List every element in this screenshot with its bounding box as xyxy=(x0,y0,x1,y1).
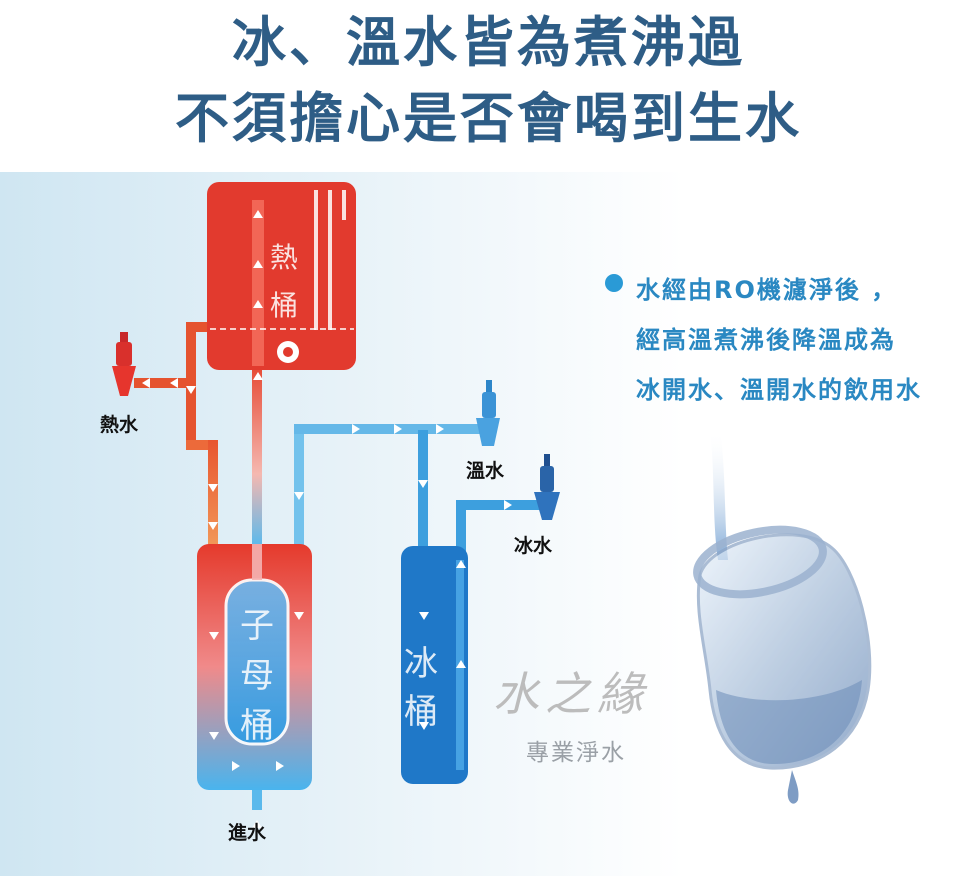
arrow-down xyxy=(209,632,219,640)
arrow-right xyxy=(504,500,512,510)
arrow-down xyxy=(208,522,218,530)
arrow-down xyxy=(419,722,429,730)
hot-water-label: 熱水 xyxy=(100,414,139,436)
arrow-right xyxy=(352,424,360,434)
hot-output-pipe-top xyxy=(186,322,212,332)
headline-line-2: 不須擔心是否會喝到生水 xyxy=(175,87,802,150)
ice-outlet-horizontal xyxy=(456,500,540,510)
ice-faucet-icon xyxy=(534,454,560,520)
arrow-right xyxy=(276,761,284,771)
headline-line-1: 冰、溫水皆為煮沸過 xyxy=(232,11,745,74)
hot-riser-pipe xyxy=(252,366,262,546)
warm-water-label: 溫水 xyxy=(466,460,505,482)
mother-tank xyxy=(197,544,312,790)
water-glass-illustration xyxy=(693,430,872,804)
glass-rim xyxy=(693,525,827,599)
ice-water-label: 冰水 xyxy=(514,535,553,557)
arrow-down xyxy=(186,386,196,394)
arrow-down xyxy=(294,612,304,620)
hot-tank-label-2: 桶 xyxy=(270,289,299,322)
watermark-name: 水之緣 xyxy=(493,667,649,721)
bullet-dot-icon xyxy=(605,274,623,292)
flow-arrows xyxy=(142,210,512,828)
arrow-up xyxy=(456,660,466,668)
arrow-up xyxy=(456,560,466,568)
water-surface xyxy=(716,680,862,765)
hot-faucet-icon xyxy=(112,332,136,396)
orange-link-vertical xyxy=(208,440,218,550)
arrow-right xyxy=(436,424,444,434)
orange-link-horizontal xyxy=(186,440,216,450)
arrow-right xyxy=(232,761,240,771)
arrow-left xyxy=(170,378,178,388)
watermark-subtitle: 專業淨水 xyxy=(526,740,626,766)
note-line-2: 經高溫煮沸後降溫成為 xyxy=(636,326,896,354)
hot-tank-label-1: 熱 xyxy=(270,241,299,274)
mother-tank-label-2: 母 xyxy=(240,656,274,696)
arrow-left xyxy=(142,378,150,388)
ice-tank-label-1: 冰 xyxy=(404,644,438,684)
pipes xyxy=(134,322,540,810)
inlet-label: 進水 xyxy=(228,822,267,844)
cold-top-pipe xyxy=(294,424,482,434)
mother-tank-label-1: 子 xyxy=(240,606,274,646)
pouring-stream xyxy=(710,430,728,560)
arrow-down xyxy=(294,492,304,500)
arrow-up xyxy=(253,372,263,380)
note-line-3: 冰開水、溫開水的飲用水 xyxy=(636,376,922,404)
arrow-down xyxy=(418,480,428,488)
arrow-down xyxy=(419,612,429,620)
arrow-up xyxy=(252,820,262,828)
arrow-up xyxy=(253,260,263,268)
ice-tank-label-2: 桶 xyxy=(404,692,438,732)
hot-outlet-pipe xyxy=(134,378,192,388)
arrow-down xyxy=(208,484,218,492)
mother-tank-label-3: 桶 xyxy=(240,706,274,746)
warm-feed-pipe xyxy=(418,430,428,550)
arrow-up xyxy=(253,210,263,218)
drip xyxy=(787,770,799,804)
warm-faucet-icon xyxy=(476,380,500,446)
arrow-up xyxy=(253,300,263,308)
arrow-down xyxy=(209,732,219,740)
note-line-1: 水經由RO機濾淨後 ， xyxy=(636,276,898,304)
arrow-right xyxy=(394,424,402,434)
hot-tank xyxy=(207,182,356,370)
